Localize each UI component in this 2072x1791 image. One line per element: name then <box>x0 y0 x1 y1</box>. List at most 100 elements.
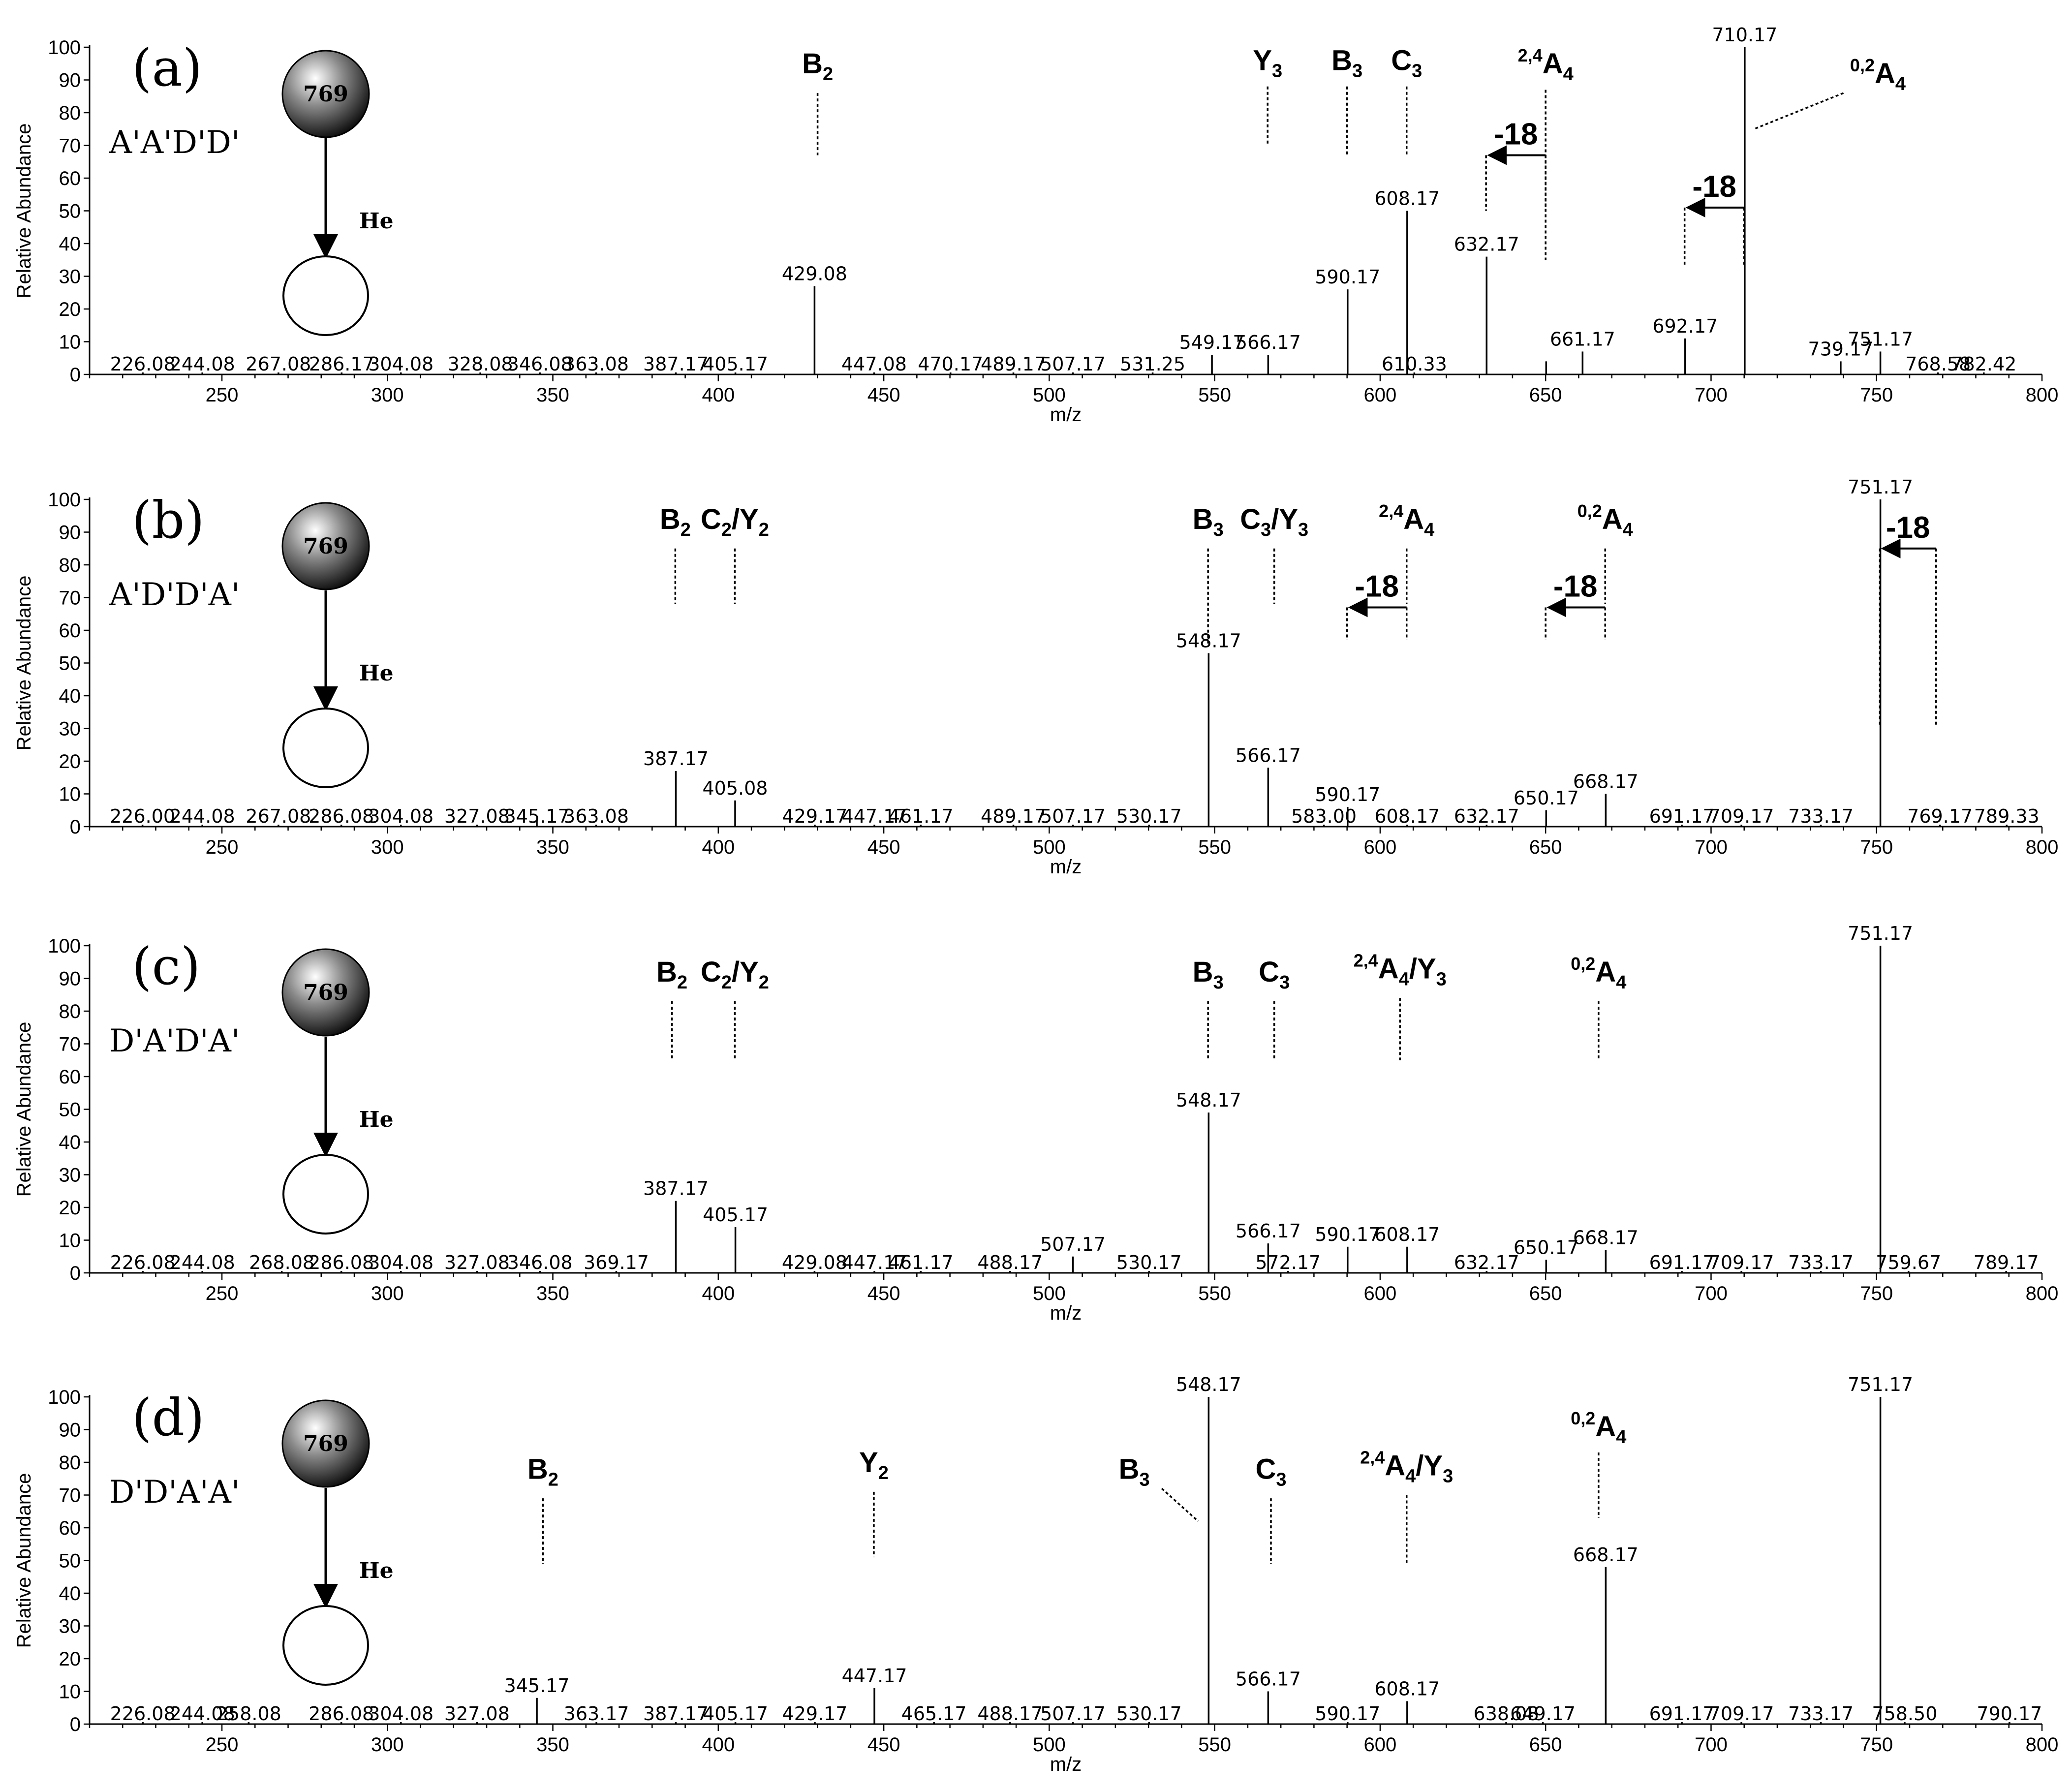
ion-annotation: B2 <box>660 503 691 540</box>
peak-mz-label: 327.08 <box>444 805 510 827</box>
x-tick-label: 550 <box>1198 1283 1231 1304</box>
peak-mz-label: 668.17 <box>1573 1544 1639 1566</box>
x-tick-label: 300 <box>371 836 404 858</box>
sequence-label: A'D'D'A' <box>109 577 240 613</box>
sequence-label: A'A'D'D' <box>109 124 240 161</box>
y-tick-label: 100 <box>48 1387 81 1408</box>
peak-mz-label: 769.17 <box>1907 805 1973 827</box>
peak-mz-label: 751.17 <box>1848 1374 1913 1395</box>
peak-mz-label: 268.08 <box>249 1252 314 1273</box>
peak-mz-label: 590.17 <box>1315 1703 1380 1725</box>
peak-mz-label: 387.17 <box>643 353 709 375</box>
precursor-ion-icon <box>281 50 370 138</box>
x-tick-label: 400 <box>702 836 735 858</box>
x-tick-label: 700 <box>1695 384 1728 406</box>
peak-mz-label: 610.33 <box>1382 353 1447 375</box>
x-tick-label: 500 <box>1033 1283 1066 1304</box>
y-tick-label: 40 <box>59 233 81 255</box>
y-tick-label: 0 <box>70 816 81 838</box>
x-tick-label: 600 <box>1364 1283 1397 1304</box>
y-tick-label: 100 <box>48 935 81 957</box>
y-tick-label: 20 <box>59 751 81 772</box>
peak-mz-label: 583.00 <box>1291 805 1357 827</box>
y-tick-label: 100 <box>48 489 81 511</box>
y-tick-label: 60 <box>59 168 81 189</box>
peak-mz-label: 488.17 <box>977 1703 1043 1725</box>
x-tick-label: 250 <box>206 1283 239 1304</box>
y-tick-label: 80 <box>59 1001 81 1022</box>
water-loss-label: -18 <box>1886 511 1930 545</box>
ion-annotation: B3 <box>1193 503 1224 540</box>
ion-annotation: C2/Y2 <box>701 956 769 993</box>
peak-mz-label: 461.17 <box>888 1252 954 1273</box>
ion-annotation: 0,2A4 <box>1571 1408 1626 1448</box>
peak-mz-label: 405.17 <box>703 353 768 375</box>
precursor-mz-label: 769 <box>303 1431 348 1456</box>
peak-mz-label: 768.58 <box>1905 353 1971 375</box>
peak-mz-label: 751.17 <box>1848 923 1913 944</box>
x-tick-label: 800 <box>2026 1734 2059 1756</box>
y-tick-label: 70 <box>59 1034 81 1055</box>
peak-mz-label: 327.08 <box>444 1703 510 1725</box>
peak-mz-label: 346.08 <box>507 353 573 375</box>
peak-mz-label: 429.08 <box>782 263 847 284</box>
ion-annotation: 2,4A4 <box>1518 45 1574 85</box>
collision-gas-label: He <box>359 1107 394 1132</box>
peak-mz-label: 733.17 <box>1788 1252 1854 1273</box>
x-axis-title: m/z <box>1050 1754 1082 1775</box>
precursor-mz-label: 769 <box>303 82 348 107</box>
peak-mz-label: 566.17 <box>1236 1220 1301 1242</box>
peak-mz-label: 507.17 <box>1040 805 1106 827</box>
peak-mz-label: 608.17 <box>1374 1678 1440 1699</box>
x-tick-label: 550 <box>1198 384 1231 406</box>
peak-mz-label: 590.17 <box>1315 266 1380 288</box>
y-tick-label: 30 <box>59 1616 81 1637</box>
x-tick-label: 700 <box>1695 836 1728 858</box>
collision-gas-label: He <box>359 661 394 686</box>
water-loss-label: -18 <box>1494 117 1538 151</box>
peak-mz-label: 692.17 <box>1652 315 1718 337</box>
peak-mz-label: 709.17 <box>1709 805 1774 827</box>
y-tick-label: 100 <box>48 37 81 59</box>
peak-mz-label: 369.17 <box>584 1252 649 1273</box>
peak-mz-label: 668.17 <box>1573 1227 1639 1248</box>
peak-mz-label: 530.17 <box>1116 805 1182 827</box>
peak-mz-label: 790.17 <box>1977 1703 2042 1725</box>
x-tick-label: 450 <box>867 384 900 406</box>
x-tick-label: 650 <box>1529 836 1562 858</box>
x-tick-label: 700 <box>1695 1734 1728 1756</box>
peak-mz-label: 429.08 <box>782 1252 847 1273</box>
peak-mz-label: 286.17 <box>309 353 374 375</box>
x-tick-label: 500 <box>1033 384 1066 406</box>
x-tick-label: 350 <box>536 1283 569 1304</box>
collision-gas-label: He <box>359 209 394 234</box>
peak-mz-label: 363.17 <box>564 1703 629 1725</box>
callout-leader-line <box>1754 92 1844 130</box>
x-tick-label: 800 <box>2026 1283 2059 1304</box>
peak-mz-label: 632.17 <box>1454 234 1519 255</box>
x-tick-label: 650 <box>1529 1734 1562 1756</box>
peak-mz-label: 429.17 <box>782 805 848 827</box>
y-tick-label: 90 <box>59 968 81 990</box>
x-tick-label: 450 <box>867 1283 900 1304</box>
ion-annotation: 2,4A4/Y3 <box>1354 951 1447 990</box>
peak-mz-label: 345.17 <box>504 805 570 827</box>
peak-mz-label: 286.08 <box>309 1252 374 1273</box>
panel-label: (c) <box>132 936 200 996</box>
product-ion-icon <box>282 1605 369 1686</box>
x-tick-label: 700 <box>1695 1283 1728 1304</box>
y-tick-label: 30 <box>59 718 81 740</box>
y-tick-label: 40 <box>59 685 81 707</box>
ion-annotation: B2 <box>656 956 687 993</box>
peak-mz-label: 363.08 <box>563 805 629 827</box>
peak-mz-label: 650.17 <box>1514 1236 1579 1258</box>
precursor-ion-icon <box>281 948 370 1037</box>
peak-mz-label: 691.17 <box>1649 1703 1715 1725</box>
y-tick-label: 20 <box>59 1197 81 1219</box>
x-tick-label: 650 <box>1529 384 1562 406</box>
peak-mz-label: 758.50 <box>1872 1703 1937 1725</box>
x-tick-label: 350 <box>536 1734 569 1756</box>
x-tick-label: 600 <box>1364 384 1397 406</box>
x-tick-label: 750 <box>1860 836 1893 858</box>
